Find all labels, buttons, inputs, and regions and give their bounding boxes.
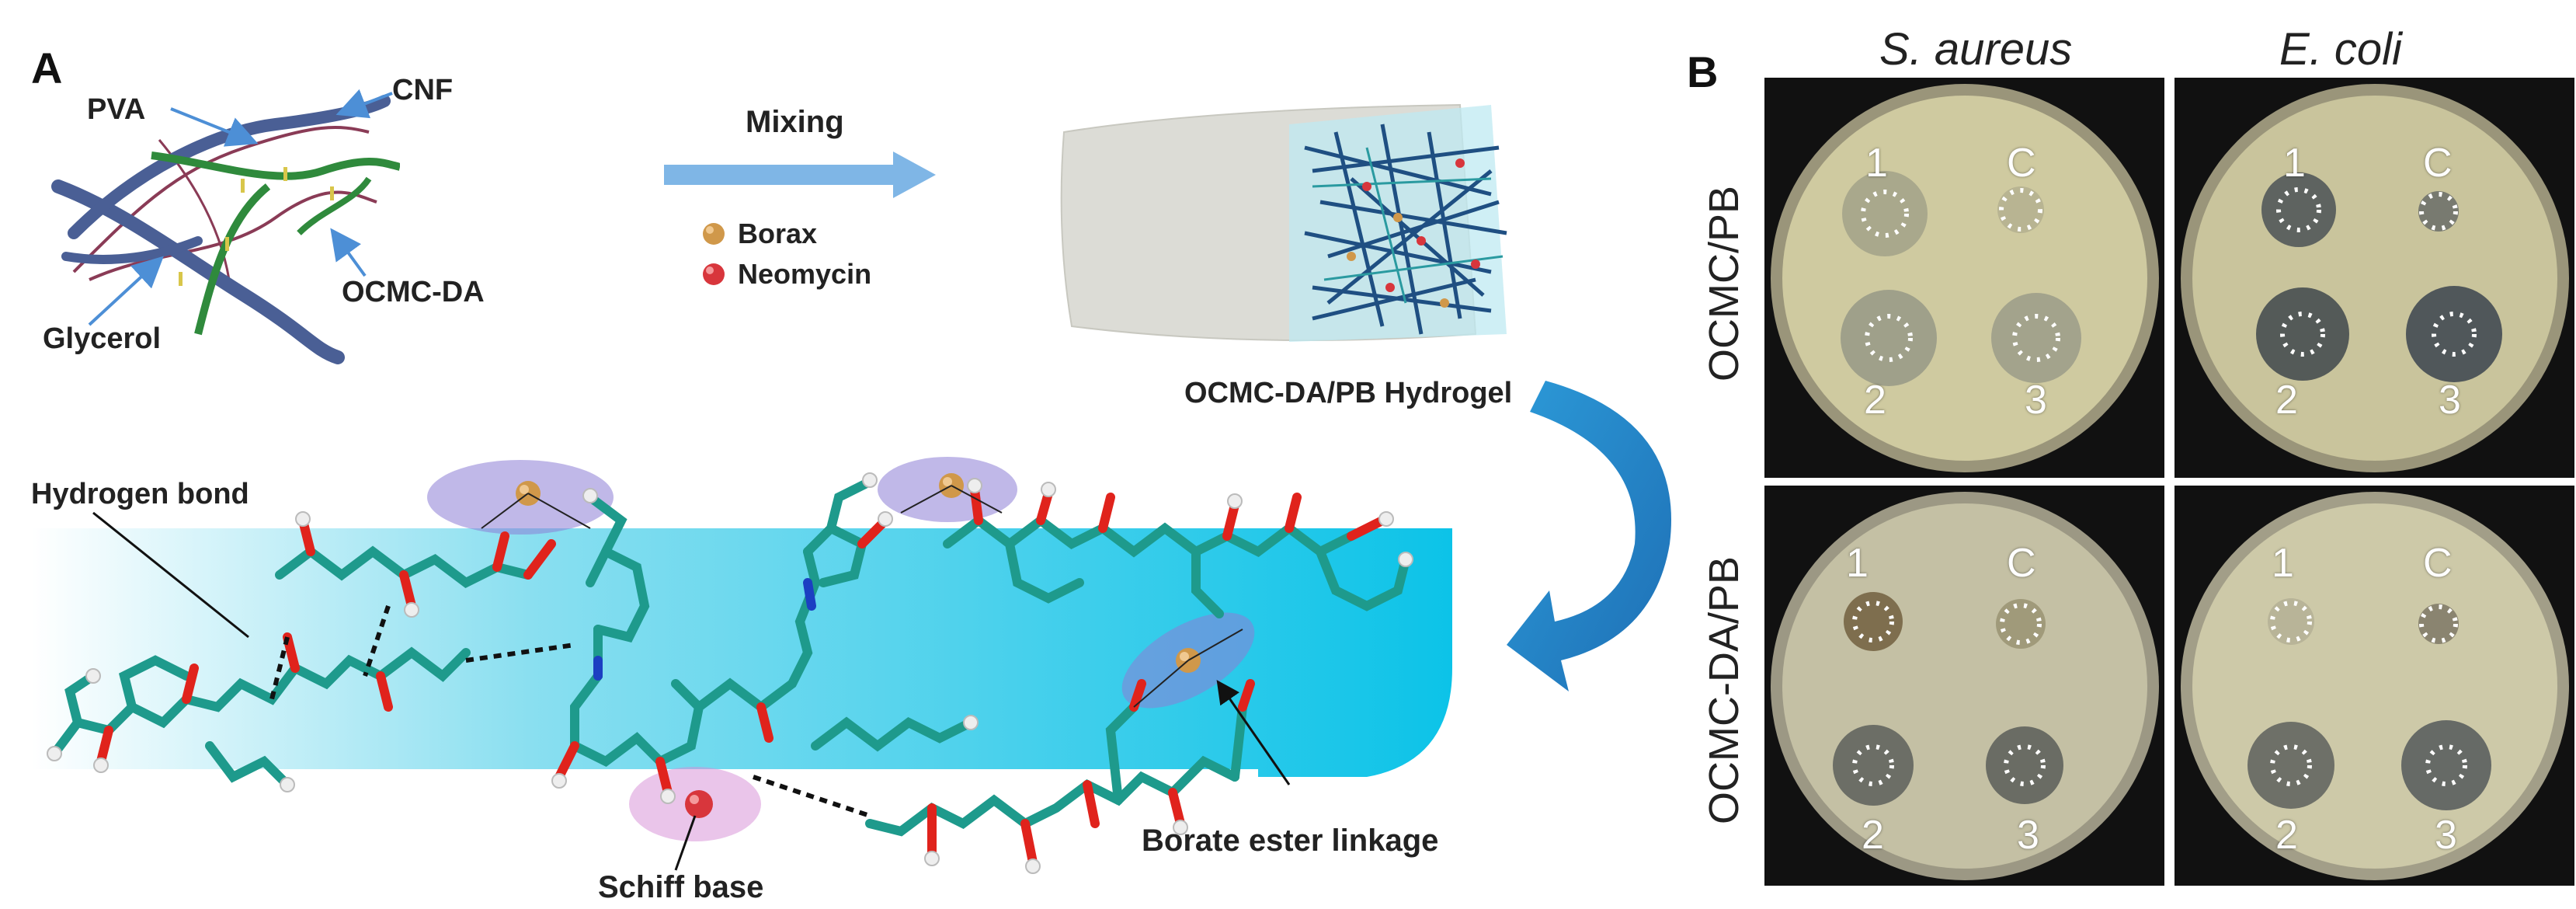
well-label-3: 3 [2439, 378, 2461, 423]
schiff-base-label: Schiff base [598, 870, 764, 904]
well-label-1: 1 [1846, 541, 1869, 586]
hydrogen-bond-label: Hydrogen bond [31, 478, 249, 510]
plate-ocmc-pb-s-aureus: 1 C 2 3 [1764, 78, 2164, 478]
glycerol-label: Glycerol [43, 322, 162, 355]
legend-pointer-arrows [88, 89, 393, 326]
well-label-2: 2 [1864, 378, 1886, 423]
plate-ocmc-da-pb-e-coli: 1 C 2 3 [2174, 486, 2574, 886]
hydrogel-label: OCMC-DA/PB Hydrogel [1184, 377, 1513, 409]
row-label-ocmc-pb: OCMC/PB [1701, 185, 1747, 381]
well-label-3: 3 [2017, 813, 2039, 858]
well-label-2: 2 [2275, 813, 2298, 858]
well-label-3: 3 [2025, 378, 2047, 423]
mixing-arrow [664, 152, 936, 198]
cnf-label: CNF [392, 74, 454, 106]
well-label-c: C [2423, 541, 2453, 586]
well-label-3: 3 [2435, 813, 2457, 858]
column-header-s-aureus: S. aureus [1879, 24, 2073, 75]
well-label-c: C [2007, 141, 2036, 186]
row-label-ocmc-da-pb: OCMC-DA/PB [1701, 556, 1747, 824]
plate-ocmc-da-pb-s-aureus: 1 C 2 3 [1764, 486, 2164, 886]
pva-label: PVA [87, 93, 146, 126]
well-label-2: 2 [1862, 813, 1884, 858]
mixing-label: Mixing [746, 105, 844, 139]
hydrogel-block-illustration [1060, 103, 1507, 342]
well-label-c: C [2007, 541, 2036, 586]
neomycin-legend-label: Neomycin [738, 258, 872, 290]
curved-transition-arrow [1507, 381, 1671, 691]
panel-a-letter: A [31, 44, 63, 92]
well-label-1: 1 [2283, 141, 2306, 186]
column-header-e-coli: E. coli [2279, 24, 2402, 75]
crosslink-network-diagram [31, 457, 1452, 874]
well-label-1: 1 [2272, 541, 2294, 586]
panel-b-letter: B [1687, 47, 1719, 96]
plate-ocmc-pb-e-coli: 1 C 2 3 [2174, 78, 2574, 478]
well-label-2: 2 [2275, 378, 2298, 423]
borax-icon [703, 223, 725, 245]
well-label-1: 1 [1865, 141, 1888, 186]
borate-ester-label: Borate ester linkage [1142, 824, 1439, 858]
neomycin-icon [703, 263, 725, 285]
well-label-c: C [2423, 141, 2453, 186]
borax-legend-label: Borax [738, 218, 818, 249]
ocmc-da-label: OCMC-DA [342, 276, 485, 308]
